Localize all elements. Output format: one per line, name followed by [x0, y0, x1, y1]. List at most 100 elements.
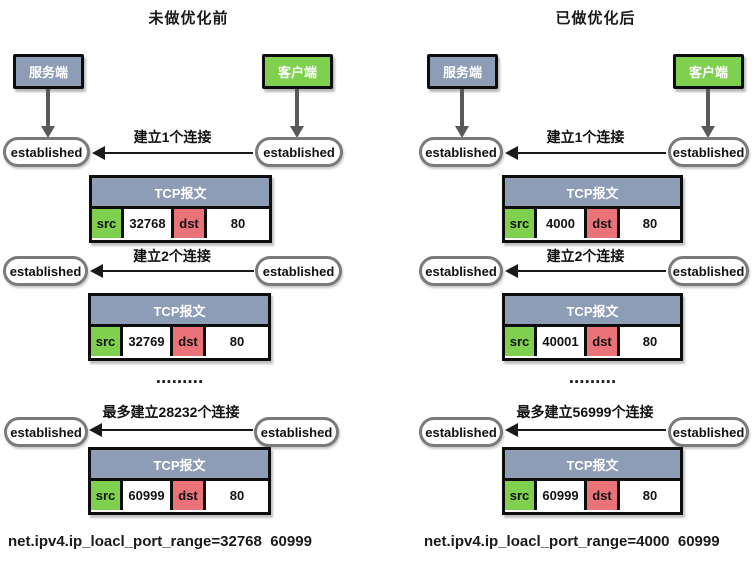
tcp-table-header: TCP报文 [505, 296, 680, 327]
tcp-table-row: src 32769 dst 80 [91, 327, 268, 356]
tcp-table-row: src 32768 dst 80 [92, 209, 269, 238]
left-arrow-icon [90, 264, 254, 278]
src-key-cell: src [91, 327, 123, 356]
down-arrow-icon [41, 89, 55, 138]
tcp-table-header: TCP报文 [91, 450, 268, 481]
arrow-head [505, 264, 518, 278]
tcp-table-header: TCP报文 [505, 450, 680, 481]
src-port-cell: 32768 [124, 209, 174, 238]
arrow-head [290, 126, 304, 138]
left-arrow-icon [505, 146, 666, 160]
connection-count-label: 最多建立28232个连接 [102, 404, 240, 420]
tcp-table-header: TCP报文 [91, 296, 268, 327]
dst-key-cell: dst [174, 209, 207, 238]
sysctl-setting-text: net.ipv4.ip_loacl_port_range=32768 60999 [8, 533, 312, 550]
dst-port-cell: 80 [620, 481, 680, 510]
established-pill: established [3, 137, 90, 167]
established-pill: established [4, 417, 88, 447]
arrow-shaft [516, 429, 666, 431]
panel-title: 已做优化后 [555, 10, 636, 27]
established-pill: established [254, 417, 339, 447]
tcp-packet-table: TCP报文 src 4000 dst 80 [502, 175, 683, 243]
arrow-head [455, 126, 469, 138]
src-port-cell: 60999 [123, 481, 173, 510]
arrow-shaft [46, 89, 50, 127]
arrow-shaft [100, 429, 253, 431]
arrow-shaft [101, 270, 254, 272]
connection-count-label: 建立2个连接 [546, 248, 625, 264]
arrow-head [92, 146, 105, 160]
dst-key-cell: dst [587, 327, 620, 356]
tcp-table-row: src 4000 dst 80 [505, 209, 680, 238]
tcp-table-row: src 60999 dst 80 [91, 481, 268, 510]
down-arrow-icon [290, 89, 304, 138]
down-arrow-icon [701, 89, 715, 138]
dst-key-cell: dst [587, 209, 620, 238]
client-box: 客户端 [262, 54, 333, 89]
established-pill: established [419, 256, 503, 286]
dst-key-cell: dst [173, 327, 206, 356]
sysctl-setting-text: net.ipv4.ip_loacl_port_range=4000 60999 [424, 533, 720, 550]
arrow-head [89, 423, 102, 437]
established-pill: established [255, 137, 343, 167]
down-arrow-icon [455, 89, 469, 138]
tcp-table-header: TCP报文 [92, 178, 269, 209]
tcp-packet-table: TCP报文 src 40001 dst 80 [502, 293, 683, 361]
tcp-packet-table: TCP报文 src 32769 dst 80 [88, 293, 271, 361]
established-pill: established [668, 256, 749, 286]
established-pill: established [419, 417, 503, 447]
dst-key-cell: dst [173, 481, 206, 510]
src-key-cell: src [505, 327, 537, 356]
dst-port-cell: 80 [620, 209, 680, 238]
server-box: 服务端 [13, 54, 84, 89]
dst-key-cell: dst [587, 481, 620, 510]
server-box: 服务端 [427, 54, 498, 89]
arrow-head [41, 126, 55, 138]
established-pill: established [419, 137, 503, 167]
src-port-cell: 4000 [537, 209, 587, 238]
arrow-head [505, 146, 518, 160]
arrow-head [505, 423, 518, 437]
left-arrow-icon [92, 146, 253, 160]
connection-count-label: 建立2个连接 [133, 248, 211, 264]
dst-port-cell: 80 [206, 481, 268, 510]
left-arrow-icon [505, 264, 666, 278]
tcp-packet-table: TCP报文 src 60999 dst 80 [502, 447, 683, 515]
src-key-cell: src [505, 481, 537, 510]
client-box: 客户端 [673, 54, 744, 89]
dst-port-cell: 80 [620, 327, 680, 356]
src-port-cell: 60999 [537, 481, 587, 510]
tcp-table-header: TCP报文 [505, 178, 680, 209]
panel-title: 未做优化前 [148, 10, 229, 27]
tcp-packet-table: TCP报文 src 60999 dst 80 [88, 447, 271, 515]
src-port-cell: 40001 [537, 327, 587, 356]
arrow-shaft [516, 270, 666, 272]
src-key-cell: src [92, 209, 124, 238]
arrow-head [701, 126, 715, 138]
tcp-table-row: src 40001 dst 80 [505, 327, 680, 356]
ellipsis-dots: ......... [568, 367, 617, 388]
connection-count-label: 最多建立56999个连接 [516, 404, 654, 420]
arrow-shaft [706, 89, 710, 127]
established-pill: established [3, 256, 88, 286]
arrow-head [90, 264, 103, 278]
panel-after-optimization: 已做优化后 服务端 客户端 established established 建立… [377, 0, 754, 561]
arrow-shaft [516, 152, 666, 154]
left-arrow-icon [89, 423, 253, 437]
panel-before-optimization: 未做优化前 服务端 客户端 established established 建立… [3, 10, 343, 550]
dst-port-cell: 80 [206, 327, 268, 356]
arrow-shaft [460, 89, 464, 127]
src-key-cell: src [91, 481, 123, 510]
dst-port-cell: 80 [207, 209, 269, 238]
left-arrow-icon [505, 423, 666, 437]
established-pill: established [668, 417, 749, 447]
established-pill: established [668, 137, 749, 167]
tcp-packet-table: TCP报文 src 32768 dst 80 [89, 175, 272, 243]
connection-count-label: 建立1个连接 [133, 129, 212, 145]
ellipsis-dots: ......... [155, 367, 204, 388]
established-pill: established [255, 256, 342, 286]
src-key-cell: src [505, 209, 537, 238]
connection-count-label: 建立1个连接 [546, 129, 625, 145]
src-port-cell: 32769 [123, 327, 173, 356]
